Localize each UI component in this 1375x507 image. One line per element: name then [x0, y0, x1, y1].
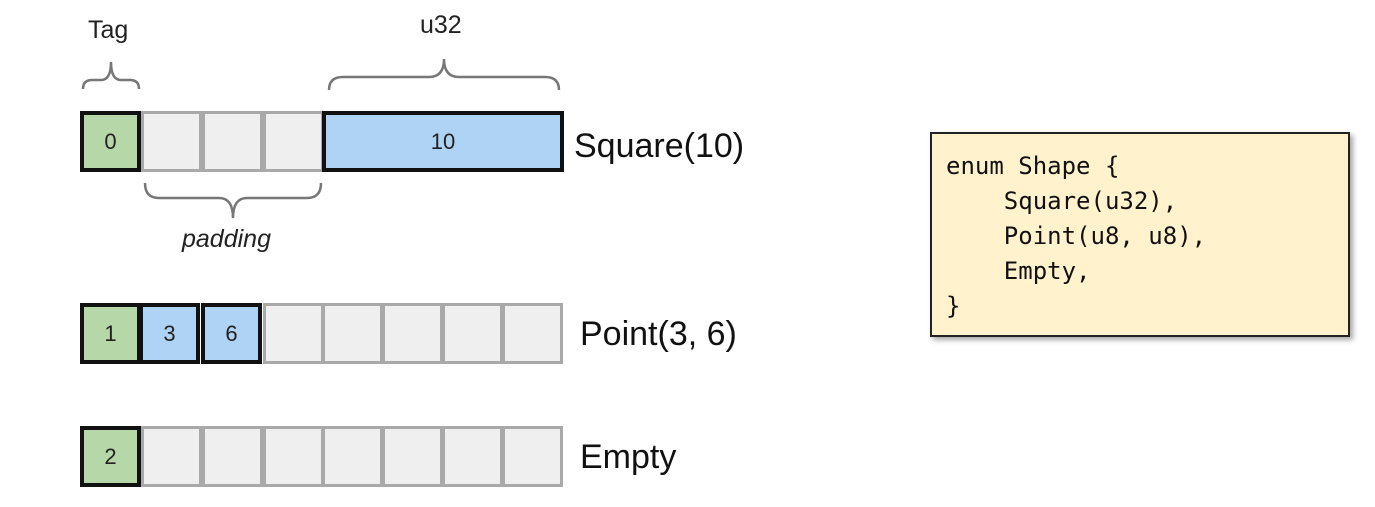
- empty-byte: [442, 426, 503, 487]
- empty-byte: [502, 303, 563, 364]
- code-line: Point(u8, u8),: [946, 222, 1207, 250]
- tag-byte: 2: [80, 426, 141, 487]
- enum-code-box: enum Shape { Square(u32), Point(u8, u8),…: [930, 132, 1350, 337]
- code-line: }: [946, 292, 961, 320]
- empty-byte: [382, 303, 443, 364]
- padding-brace: [143, 182, 323, 219]
- u32-brace: [327, 58, 561, 91]
- padding-annotation: padding: [182, 225, 271, 253]
- empty-byte: [442, 303, 503, 364]
- padding-byte: [202, 111, 263, 172]
- u8-value-byte: 3: [139, 303, 200, 364]
- empty-byte: [263, 426, 324, 487]
- empty-byte: [322, 426, 383, 487]
- u32-value-block: 10: [322, 111, 564, 172]
- empty-variant-label: Empty: [580, 438, 677, 476]
- point-variant-label: Point(3, 6): [580, 315, 737, 353]
- code-line: Empty,: [946, 257, 1091, 285]
- code-line: Square(u32),: [946, 187, 1178, 215]
- tag-byte: 1: [80, 303, 141, 364]
- empty-byte: [202, 426, 263, 487]
- tag-byte: 0: [80, 111, 141, 172]
- empty-byte: [141, 426, 202, 487]
- empty-byte: [502, 426, 563, 487]
- tag-annotation: Tag: [88, 16, 129, 44]
- square-variant-label: Square(10): [574, 127, 745, 165]
- empty-byte: [382, 426, 443, 487]
- empty-byte: [322, 303, 383, 364]
- padding-byte: [141, 111, 202, 172]
- padding-byte: [263, 111, 324, 172]
- u8-value-byte: 6: [201, 303, 262, 364]
- tag-brace: [81, 61, 141, 90]
- u32-annotation: u32: [420, 11, 462, 39]
- code-line: enum Shape {: [946, 152, 1120, 180]
- empty-byte: [263, 303, 324, 364]
